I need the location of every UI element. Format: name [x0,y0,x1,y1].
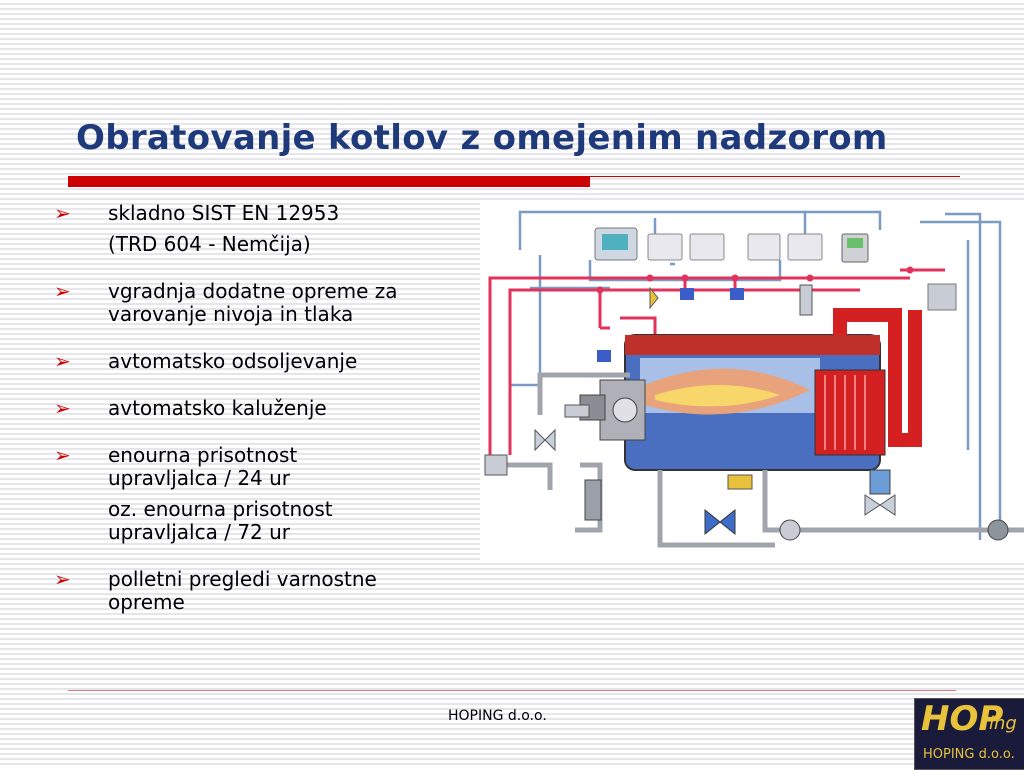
burner [579,379,646,441]
bullet-text: vgradnja dodatne opreme za [108,279,398,303]
company-logo: HOP ing HOPING d.o.o. [914,698,1024,770]
bullet-arrow-icon: ➢ [54,396,71,420]
boiler-schematic-drawing [484,210,1024,548]
bullet-item: ➢ enourna prisotnost upravljalca / 24 ur… [54,444,474,544]
bullet-text: (TRD 604 - Nemčija) [108,232,311,256]
bullet-text: oz. enourna prisotnost [108,497,333,521]
bullet-text: upravljalca / 72 ur [108,520,291,544]
bullet-arrow-icon: ➢ [54,279,71,303]
bullet-text: varovanje nivoja in tlaka [108,302,354,326]
bullet-text: enourna prisotnost [108,443,298,467]
bullet-text: skladno SIST EN 12953 [108,201,340,225]
control-units [594,227,957,311]
valves [484,284,1009,541]
bullet-arrow-icon: ➢ [54,443,71,467]
junction-dots [596,266,914,294]
flue-gas-duct [833,308,922,447]
bullet-item: ➢ avtomatsko odsoljevanje [54,350,474,373]
bullet-arrow-icon: ➢ [54,201,71,225]
title-underline-bar [68,176,590,187]
bullet-arrow-icon: ➢ [54,349,71,373]
slide-title: Obratovanje kotlov z omejenim nadzorom [76,118,888,158]
bullet-arrow-icon: ➢ [54,567,71,591]
bullet-text: polletni pregledi varnostne [108,567,377,591]
bullet-list: ➢ skladno SIST EN 12953 (TRD 604 - Nemči… [54,202,474,624]
logo-company-name: HOPING d.o.o. [923,747,1015,762]
footer-divider-line [68,690,956,691]
bullet-text: opreme [108,590,185,614]
bullet-text: upravljalca / 24 ur [108,466,291,490]
bullet-item: ➢ avtomatsko kaluženje [54,397,474,420]
logo-mark: HOP [921,699,1004,739]
bullet-item: ➢ skladno SIST EN 12953 (TRD 604 - Nemči… [54,202,474,256]
boiler-schematic [480,200,1024,560]
bullet-text: avtomatsko kaluženje [108,396,327,420]
bullet-item: ➢ vgradnja dodatne opreme za varovanje n… [54,280,474,326]
boiler-shell [624,334,886,471]
title-divider-line [590,176,960,177]
feed-pipes [498,372,1024,548]
footer-company: HOPING d.o.o. [448,708,547,724]
bullet-text: avtomatsko odsoljevanje [108,349,358,373]
bullet-item: ➢ polletni pregledi varnostne opreme [54,568,474,614]
logo-suffix: ing [989,713,1017,734]
